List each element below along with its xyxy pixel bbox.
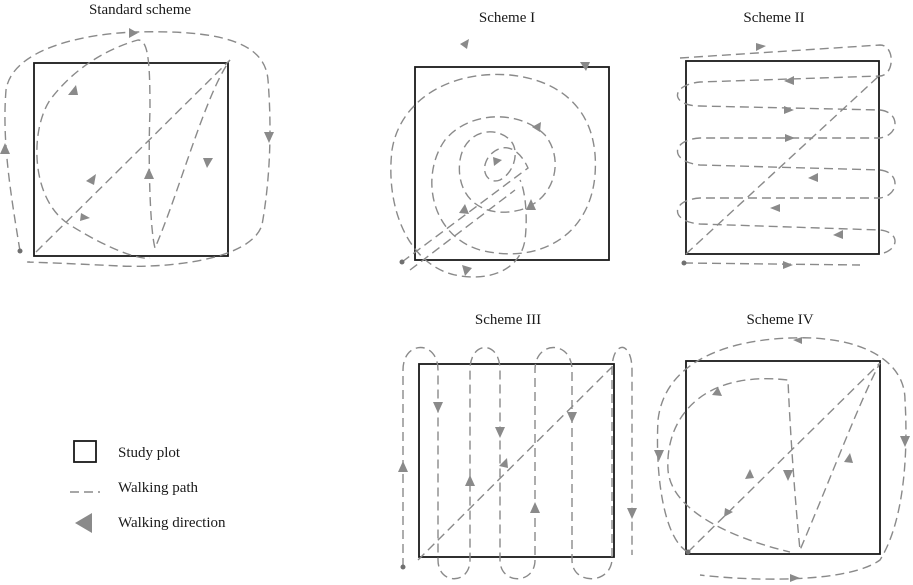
walking-direction-arrow bbox=[459, 204, 469, 214]
panel-scheme-2: Scheme II bbox=[676, 10, 896, 269]
walking-direction-arrow bbox=[86, 174, 96, 185]
walking-direction-arrow bbox=[129, 28, 138, 38]
walking-direction-arrow bbox=[80, 213, 90, 221]
start-point bbox=[681, 260, 687, 266]
walking-direction-arrow bbox=[68, 85, 78, 95]
walking-direction-arrow bbox=[784, 106, 794, 114]
walking-path-scheme-1 bbox=[390, 73, 597, 278]
walking-path-scheme-2 bbox=[676, 44, 896, 266]
panel-standard-scheme: Standard scheme bbox=[0, 2, 274, 268]
walking-direction-arrow bbox=[460, 39, 469, 49]
walking-direction-arrow bbox=[785, 134, 795, 142]
legend-walking-direction-label: Walking direction bbox=[118, 515, 226, 531]
study-plot-scheme-2 bbox=[685, 60, 880, 255]
panel-scheme-4: Scheme IV bbox=[654, 312, 910, 582]
walking-direction-arrow bbox=[465, 475, 475, 486]
start-point bbox=[400, 564, 406, 570]
walking-direction-arrow bbox=[203, 158, 213, 168]
walking-direction-arrow bbox=[790, 574, 800, 582]
walking-direction-arrow bbox=[462, 265, 472, 276]
walking-direction-arrow bbox=[793, 337, 802, 344]
walking-direction-arrow bbox=[495, 427, 505, 438]
walking-direction-arrow bbox=[499, 458, 508, 468]
walking-direction-arrow bbox=[808, 173, 818, 182]
walking-direction-arrow bbox=[526, 199, 536, 210]
walking-direction-arrow bbox=[567, 412, 577, 423]
walking-direction-arrow bbox=[532, 122, 541, 132]
legend-study-plot-symbol bbox=[73, 440, 97, 463]
panel-scheme-1: Scheme I bbox=[390, 10, 610, 278]
title-scheme-1: Scheme I bbox=[479, 10, 535, 26]
title-scheme-4: Scheme IV bbox=[746, 312, 813, 328]
walking-direction-arrow bbox=[398, 461, 408, 472]
walking-path-standard bbox=[4, 31, 271, 268]
walking-path-scheme-3 bbox=[402, 346, 633, 580]
walking-direction-arrow bbox=[900, 436, 910, 447]
legend: Study plot Walking path Walking directio… bbox=[70, 440, 226, 533]
walking-direction-arrow bbox=[144, 168, 154, 179]
walking-direction-arrow bbox=[783, 261, 793, 269]
walking-direction-arrow bbox=[756, 43, 766, 51]
start-point bbox=[685, 549, 691, 555]
legend-walking-path-label: Walking path bbox=[118, 480, 199, 496]
start-point bbox=[399, 259, 405, 265]
walking-direction-arrow bbox=[745, 469, 754, 479]
walking-direction-arrow bbox=[433, 402, 443, 413]
walking-direction-arrow bbox=[264, 132, 274, 143]
study-plot-standard bbox=[33, 62, 229, 257]
study-plot-scheme-1 bbox=[414, 66, 610, 261]
panel-scheme-3: Scheme III bbox=[398, 312, 637, 580]
start-point bbox=[17, 248, 23, 254]
title-scheme-2: Scheme II bbox=[743, 10, 804, 26]
study-plot-scheme-3 bbox=[418, 363, 615, 558]
walking-direction-arrow bbox=[770, 204, 780, 212]
walking-path-scheme-4 bbox=[656, 337, 907, 580]
title-standard-scheme: Standard scheme bbox=[89, 2, 191, 18]
walking-direction-arrow bbox=[724, 508, 733, 517]
walking-direction-arrow bbox=[712, 387, 722, 396]
walking-direction-arrow bbox=[493, 157, 502, 166]
study-plot-scheme-4 bbox=[685, 360, 881, 555]
walking-direction-arrow bbox=[833, 230, 843, 239]
legend-walking-direction-icon bbox=[75, 513, 92, 533]
walking-direction-arrow bbox=[627, 508, 637, 519]
walking-direction-arrow bbox=[784, 76, 794, 85]
walking-direction-arrow bbox=[844, 453, 853, 463]
walking-direction-arrow bbox=[0, 143, 10, 154]
legend-study-plot-label: Study plot bbox=[118, 445, 181, 461]
title-scheme-3: Scheme III bbox=[475, 312, 541, 328]
walking-direction-arrow bbox=[530, 502, 540, 513]
walking-direction-arrow bbox=[783, 470, 793, 481]
walking-direction-arrow bbox=[654, 450, 664, 461]
walking-direction-arrow bbox=[580, 62, 590, 71]
